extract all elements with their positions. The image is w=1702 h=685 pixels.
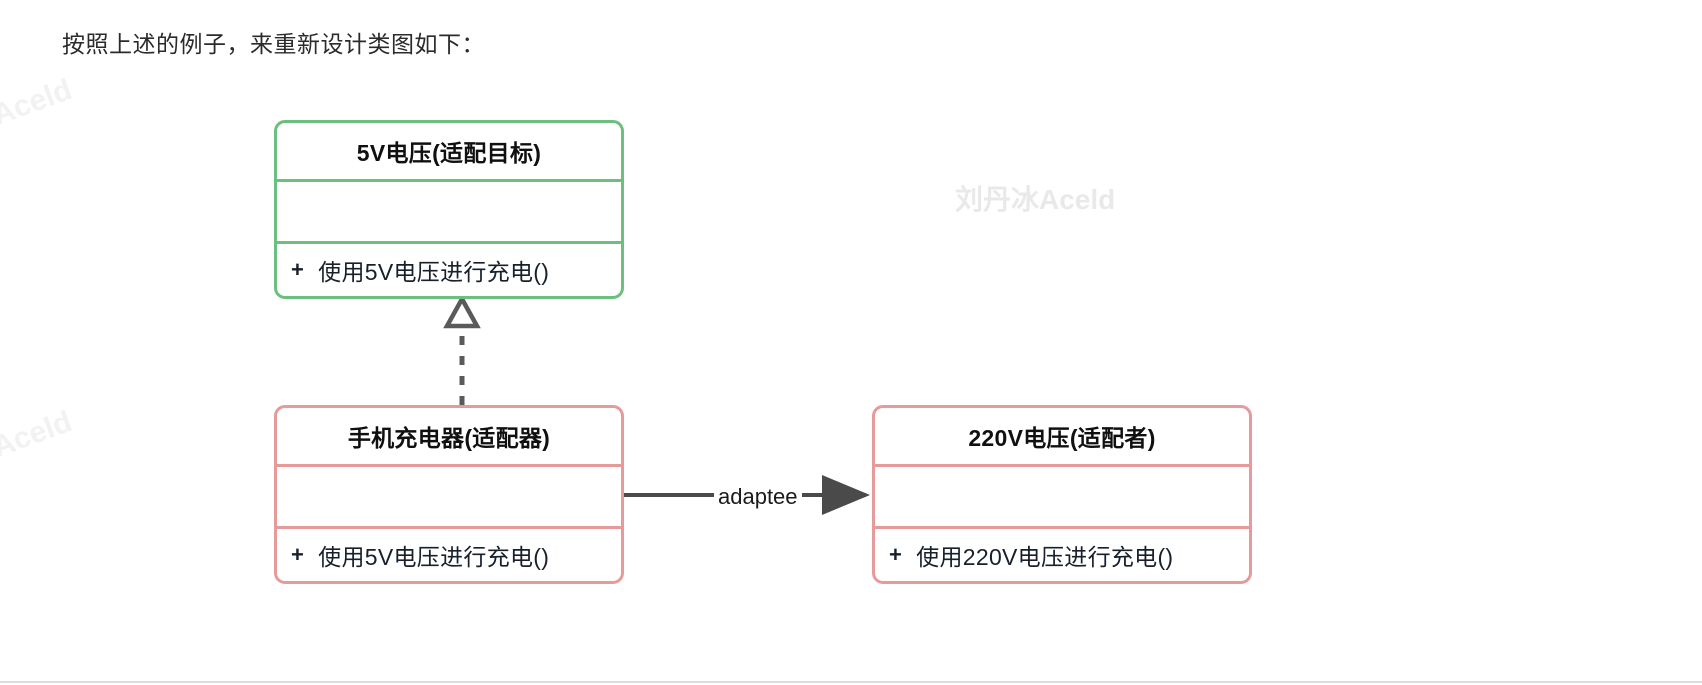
uml-class-target-title: 5V电压(适配目标)	[356, 140, 542, 166]
method-signature: 使用5V电压进行充电()	[318, 259, 550, 285]
visibility-marker: +	[291, 542, 305, 567]
uml-class-adapter-method: + 使用5V电压进行充电()	[277, 526, 621, 581]
uml-class-adaptee[interactable]: 220V电压(适配者) + 使用220V电压进行充电()	[872, 405, 1252, 584]
relation-realization	[443, 294, 481, 405]
uml-class-adapter[interactable]: 手机充电器(适配器) + 使用5V电压进行充电()	[274, 405, 624, 584]
uml-class-adapter-title: 手机充电器(适配器)	[347, 425, 551, 451]
method-signature: 使用5V电压进行充电()	[318, 544, 550, 570]
uml-class-adapter-attributes	[277, 464, 621, 526]
uml-class-adaptee-method: + 使用220V电压进行充电()	[875, 526, 1249, 581]
hollow-triangle-arrowhead	[443, 294, 481, 329]
uml-class-target-attributes	[277, 179, 621, 241]
relation-label-adaptee: adaptee	[714, 484, 802, 510]
method-signature: 使用220V电压进行充电()	[916, 544, 1174, 570]
watermark-center: 刘丹冰Aceld	[955, 184, 1116, 215]
uml-class-target[interactable]: 5V电压(适配目标) + 使用5V电压进行充电()	[274, 120, 624, 299]
page-title: 按照上述的例子，来重新设计类图如下：	[62, 31, 485, 57]
visibility-marker: +	[291, 257, 305, 282]
uml-class-adaptee-title: 220V电压(适配者)	[968, 425, 1156, 451]
uml-class-adaptee-attributes	[875, 464, 1249, 526]
visibility-marker: +	[889, 542, 903, 567]
bottom-divider	[0, 681, 1702, 683]
uml-class-target-method: + 使用5V电压进行充电()	[277, 241, 621, 296]
